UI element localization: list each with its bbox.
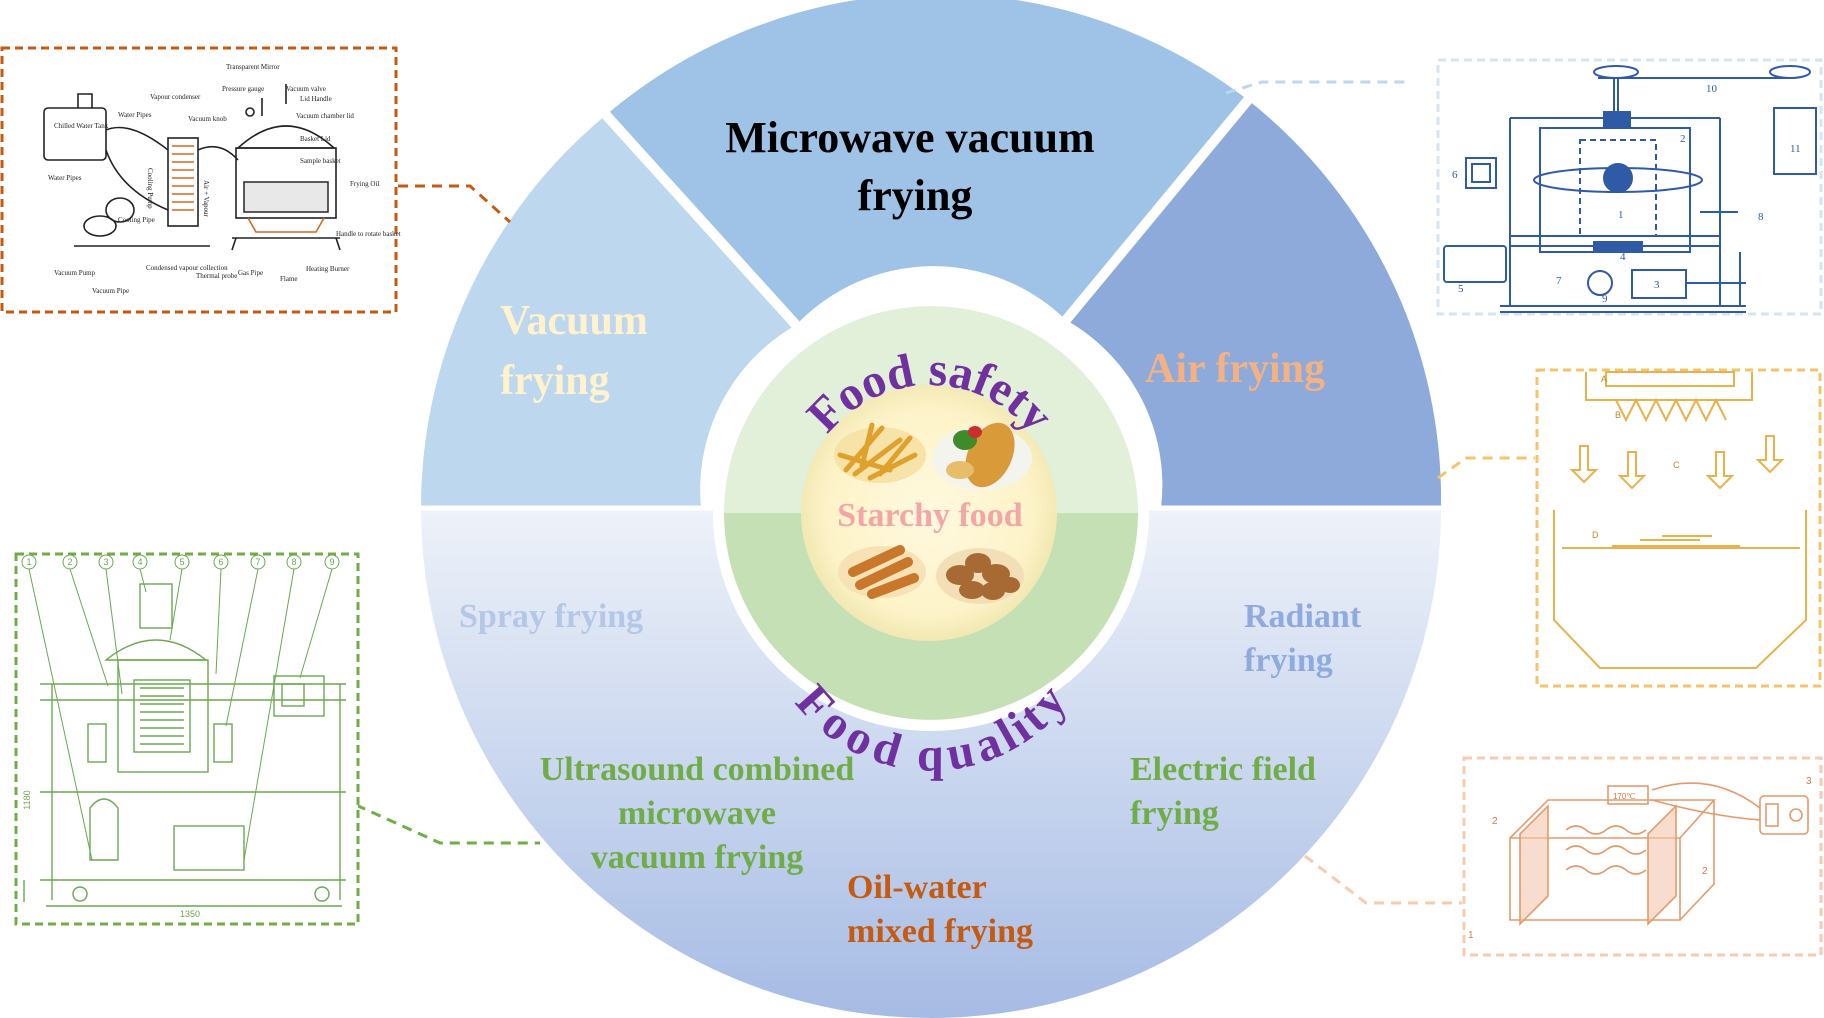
oil-water-frying-label-line2: mixed frying: [847, 913, 1033, 950]
label-heating-burner: Heating Burner: [306, 265, 350, 273]
mw-label-2: 2: [1680, 133, 1686, 145]
air-frying-label: Air frying: [1145, 346, 1325, 392]
label-flame: Flame: [280, 275, 298, 283]
us-label-5: 5: [179, 557, 184, 567]
us-label-7: 7: [255, 557, 260, 567]
oil-water-frying-label-line1: Oil-water: [847, 869, 987, 906]
ultrasound-frying-label-line1: Ultrasound combined: [540, 751, 855, 788]
label-handle-rotate-basket: Handle to rotate basket: [336, 230, 401, 238]
label-vacuum-pipe: Vacuum Pipe: [92, 287, 129, 295]
segment-lower-half: [421, 508, 1441, 1018]
segment-air-frying: [1066, 100, 1442, 508]
center-circle: Starchy food Food safety Food quality: [713, 295, 1149, 782]
label-vacuum-pump: Vacuum Pump: [54, 269, 96, 277]
us-height-dim: 1180: [22, 790, 32, 809]
ultrasound-fryer-schematic: 1 2 3 4 5 6 7 8 9 1350 1180: [14, 552, 360, 926]
spray-frying-label: Spray frying: [459, 598, 643, 635]
electric-field-frying-label-line1: Electric field: [1130, 751, 1316, 788]
mw-label-9: 9: [1602, 293, 1608, 305]
vacuum-frying-label-line2: frying: [500, 358, 610, 404]
label-frying-oil: Frying Oil: [350, 180, 379, 188]
mw-label-1: 1: [1618, 209, 1624, 221]
connector-vacuum: [398, 184, 512, 224]
label-lid-handle: Lid Handle: [300, 95, 332, 103]
electric-field-schematic: 170℃ 3 2 2 1: [1462, 756, 1823, 957]
el-label-3: 3: [1806, 776, 1812, 787]
us-label-6: 6: [218, 557, 223, 567]
el-label-1: 1: [1468, 930, 1474, 941]
air-fryer-schematic: A B C D: [1535, 368, 1822, 688]
label-cooling-pump: Cooling Pump: [146, 168, 154, 209]
electric-field-frying-label-line2: frying: [1130, 795, 1219, 832]
label-water-pipes-2: Water Pipes: [48, 174, 82, 182]
label-condensed-vapour: Condensed vapour collection: [146, 264, 228, 272]
mw-label-3: 3: [1654, 279, 1660, 291]
us-label-2: 2: [67, 557, 72, 567]
us-label-4: 4: [137, 557, 142, 567]
air-label-d: D: [1592, 530, 1599, 540]
label-transparent-mirror: Transparent Mirror: [226, 63, 280, 71]
mw-label-5: 5: [1458, 283, 1464, 295]
connector-ultrasound: [355, 803, 540, 845]
mw-label-11: 11: [1790, 143, 1801, 155]
label-sample-basket: Sample basket: [300, 157, 341, 165]
label-basket-lid: Basket Lid: [300, 135, 331, 143]
air-label-c: C: [1673, 460, 1680, 470]
fried-dough-balls-icon: [936, 548, 1024, 604]
us-label-1: 1: [26, 557, 31, 567]
label-cooling-pipe: Cooling Pipe: [118, 216, 155, 224]
label-air-vapour: Air + Vapour: [202, 180, 210, 218]
air-label-a: A: [1601, 374, 1607, 384]
us-width-dim: 1350: [180, 909, 200, 919]
segment-vacuum-frying: [421, 115, 796, 508]
label-water-pipes-1: Water Pipes: [118, 111, 152, 119]
microwave-vacuum-schematic: 10 2 11 6 1 8 4 5 7 9 3: [1436, 58, 1823, 316]
mw-label-8: 8: [1758, 211, 1764, 223]
label-vacuum-valve: Vacuum valve: [286, 85, 326, 93]
label-vapour-condenser: Vapour condenser: [150, 93, 201, 101]
vacuum-frying-label-line1: Vacuum: [500, 298, 648, 344]
fried-sausages-icon: [838, 545, 926, 599]
label-vacuum-knob: Vacuum knob: [188, 115, 227, 123]
mw-label-10: 10: [1706, 83, 1718, 95]
radiant-frying-label-line1: Radiant: [1244, 598, 1362, 635]
radiant-frying-label-line2: frying: [1244, 642, 1333, 679]
ring: [421, 0, 1442, 1018]
us-label-9: 9: [329, 557, 334, 567]
connectors: [355, 80, 1535, 905]
connector-air: [1437, 456, 1535, 480]
label-gas-pipe: Gas Pipe: [238, 269, 263, 277]
ultrasound-frying-label-line3: vacuum frying: [591, 839, 804, 876]
microwave-vacuum-frying-label-line2: frying: [858, 171, 973, 220]
connector-electric: [1304, 854, 1462, 905]
fried-chicken-plate-icon: [932, 422, 1032, 490]
electric-temp-display: 170℃: [1613, 792, 1635, 801]
el-label-2b: 2: [1702, 866, 1708, 877]
vacuum-fryer-schematic: Transparent Mirror Vapour condenser Pres…: [0, 46, 401, 314]
air-label-b: B: [1615, 410, 1621, 420]
mw-label-6: 6: [1452, 169, 1458, 181]
starchy-food-label: Starchy food: [837, 497, 1023, 534]
segment-microwave-vacuum: [606, 0, 1248, 325]
label-thermal-probe: Thermal probe: [196, 272, 237, 280]
mw-label-7: 7: [1556, 275, 1562, 287]
french-fries-icon: [834, 422, 926, 483]
label-vacuum-chamber-lid: Vacuum chamber lid: [296, 112, 354, 120]
microwave-vacuum-frying-label-line1: Microwave vacuum: [725, 113, 1094, 162]
us-label-3: 3: [103, 557, 108, 567]
label-pressure-gauge: Pressure gauge: [222, 85, 264, 93]
mw-label-4: 4: [1620, 251, 1626, 263]
connector-microwave: [1225, 80, 1408, 95]
us-label-8: 8: [291, 557, 296, 567]
label-chilled-water-tank: Chilled Water Tank: [54, 122, 109, 130]
ultrasound-frying-label-line2: microwave: [618, 795, 776, 832]
el-label-2a: 2: [1492, 816, 1498, 827]
